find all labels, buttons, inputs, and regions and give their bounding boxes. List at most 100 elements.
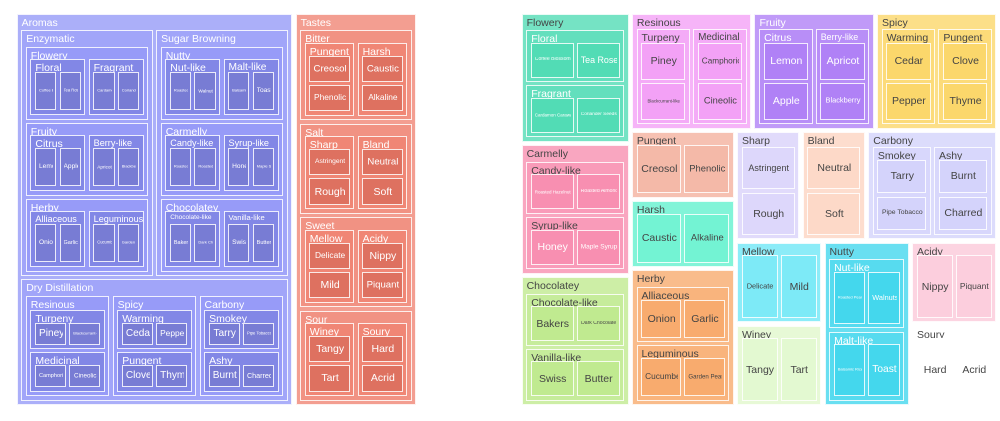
treemap-leaf-aromas-dry-distillation-resinous-turpeny-piney[interactable]: Piney xyxy=(35,322,67,345)
treemap-leaf-carbony-ashy-charred[interactable]: Charred xyxy=(938,196,988,231)
treemap-leaf-tastes-sweet-acidy-piquant[interactable]: Piquant xyxy=(362,271,403,299)
treemap-leaf-aromas-sugar-browning-carmelly-syrup-like-honey[interactable]: Honey xyxy=(228,148,250,187)
treemap-leaf-tastes-salt-bland-soft[interactable]: Soft xyxy=(362,178,403,205)
treemap-leaf-aromas-sugar-browning-nutty-nut-like-roasted-peanuts[interactable]: Roasted Peanuts xyxy=(169,72,192,111)
treemap-leaf-nutty-nut-like-walnuts[interactable]: Walnuts xyxy=(868,271,900,324)
treemap-leaf-aromas-sugar-browning-carmelly-syrup-like-maple-syrup[interactable]: Maple Syrup xyxy=(252,148,274,187)
treemap-leaf-carmelly-syrup-like-maple-syrup[interactable]: Maple Syrup xyxy=(576,229,620,265)
treemap-leaf-aromas-dry-distillation-carbony-smokey-tarry[interactable]: Tarry xyxy=(208,322,240,345)
treemap-leaf-aromas-dry-distillation-resinous-medicinal-camphoric[interactable]: Camphoric xyxy=(35,364,67,387)
treemap-leaf-aromas-sugar-browning-chocolatey-vanilla-like-swiss[interactable]: Swiss xyxy=(228,224,250,263)
treemap-leaf-chocolatey-chocolate-like-dark-chocolate[interactable]: Dark Chocolate xyxy=(576,306,620,341)
treemap-leaf-fruity-citrus-lemon[interactable]: Lemon xyxy=(763,42,808,80)
treemap-leaf-carbony-smokey-tarry[interactable]: Tarry xyxy=(877,159,927,194)
treemap-leaf-tastes-sweet-mellow-mild[interactable]: Mild xyxy=(309,271,350,299)
treemap-leaf-aromas-dry-distillation-resinous-turpeny-blackcurrant-like[interactable]: Blackcurrant-like xyxy=(69,322,101,345)
treemap-leaf-tastes-sour-winey-tangy[interactable]: Tangy xyxy=(309,335,350,363)
treemap-leaf-aromas-enzymatic-herby-leguminous-cucumber[interactable]: Cucumber xyxy=(93,224,115,263)
treemap-leaf-tastes-salt-sharp-rough[interactable]: Rough xyxy=(309,178,350,205)
treemap-leaf-fruity-berry-like-apricot[interactable]: Apricot xyxy=(820,42,865,80)
treemap-leaf-aromas-enzymatic-flowery-fragrant-cardamon-caraway[interactable]: Cardamon Caraway xyxy=(93,72,115,111)
treemap-leaf-winey-tart[interactable]: Tart xyxy=(780,338,817,401)
treemap-leaf-tastes-sweet-acidy-nippy[interactable]: Nippy xyxy=(362,242,403,269)
treemap-leaf-herby-alliaceous-onion[interactable]: Onion xyxy=(641,299,682,338)
treemap-leaf-carmelly-candy-like-roasted-almond[interactable]: Roasted Almond xyxy=(576,174,620,210)
treemap-leaf-aromas-sugar-browning-chocolatey-chocolate-like-dark-chocolate[interactable]: Dark Chocolate xyxy=(194,224,216,263)
treemap-leaf-mellow-delicate[interactable]: Delicate xyxy=(741,255,778,318)
treemap-leaf-acidy-nippy[interactable]: Nippy xyxy=(916,255,953,318)
treemap-leaf-spicy-pungent-clove[interactable]: Clove xyxy=(942,42,988,80)
treemap-leaf-herby-leguminous-cucumber[interactable]: Cucumber xyxy=(641,358,682,397)
treemap-leaf-aromas-sugar-browning-nutty-malt-like-balsamic-rice[interactable]: Balsamic Rice xyxy=(228,72,250,111)
treemap-leaf-tastes-bitter-pungent-phenolic[interactable]: Phenolic xyxy=(309,85,350,112)
treemap-leaf-aromas-enzymatic-fruity-citrus-lemon[interactable]: Lemon xyxy=(35,148,57,187)
treemap-leaf-aromas-dry-distillation-carbony-ashy-charred[interactable]: Charred xyxy=(242,364,274,387)
treemap-leaf-aromas-enzymatic-fruity-berry-like-blackberry[interactable]: Blackberry xyxy=(117,148,140,187)
treemap-leaf-carmelly-syrup-like-honey[interactable]: Honey xyxy=(530,229,574,265)
treemap-leaf-tastes-bitter-harsh-caustic[interactable]: Caustic xyxy=(362,55,403,82)
treemap-leaf-tastes-salt-sharp-astringent[interactable]: Astringent xyxy=(309,149,350,176)
treemap-leaf-nutty-malt-like-balsamic-rice[interactable]: Balsamic Rice xyxy=(833,344,866,397)
treemap-leaf-chocolatey-vanilla-like-butter[interactable]: Butter xyxy=(576,361,620,397)
treemap-leaf-chocolatey-vanilla-like-swiss[interactable]: Swiss xyxy=(530,361,574,397)
treemap-leaf-aromas-dry-distillation-spicy-pungent-thyme[interactable]: Thyme xyxy=(156,364,188,387)
treemap-leaf-flowery-floral-coffee-blossom[interactable]: Coffee Blossom xyxy=(530,42,574,78)
treemap-leaf-fruity-berry-like-blackberry[interactable]: Blackberry xyxy=(820,82,865,120)
treemap-leaf-aromas-dry-distillation-spicy-warming-cedar[interactable]: Cedar xyxy=(121,322,153,345)
treemap-leaf-winey-tangy[interactable]: Tangy xyxy=(741,338,778,401)
treemap-leaf-flowery-fragrant-cardamon-caraway[interactable]: Cardamon Caraway xyxy=(530,98,574,133)
treemap-leaf-tastes-bitter-harsh-alkaline[interactable]: Alkaline xyxy=(362,85,403,112)
treemap-leaf-harsh-alkaline[interactable]: Alkaline xyxy=(684,213,730,263)
treemap-leaf-sharp-astringent[interactable]: Astringent xyxy=(741,146,795,190)
treemap-leaf-carbony-smokey-pipe-tobacco[interactable]: Pipe Tobacco xyxy=(877,196,927,231)
treemap-leaf-resinous-medicinal-camphoric[interactable]: Camphoric xyxy=(697,42,743,80)
treemap-leaf-aromas-enzymatic-fruity-citrus-apple[interactable]: Apple xyxy=(59,148,81,187)
treemap-leaf-mellow-mild[interactable]: Mild xyxy=(780,255,817,318)
treemap-leaf-aromas-enzymatic-herby-leguminous-garden-peas[interactable]: Garden Peas xyxy=(117,224,140,263)
treemap-leaf-nutty-nut-like-roasted-peanuts[interactable]: Roasted Peanuts xyxy=(833,271,866,324)
treemap-leaf-aromas-sugar-browning-nutty-nut-like-walnuts[interactable]: Walnuts xyxy=(194,72,216,111)
treemap-leaf-aromas-enzymatic-fruity-berry-like-apricot[interactable]: Apricot xyxy=(93,148,115,187)
treemap-leaf-pungent-creosol[interactable]: Creosol xyxy=(636,144,682,194)
treemap-leaf-tastes-bitter-pungent-creosol[interactable]: Creosol xyxy=(309,55,350,82)
treemap-leaf-aromas-sugar-browning-carmelly-candy-like-roasted-almond[interactable]: Roasted Almond xyxy=(194,148,216,187)
treemap-leaf-pungent-phenolic[interactable]: Phenolic xyxy=(684,144,730,194)
treemap-leaf-chocolatey-chocolate-like-bakers[interactable]: Bakers xyxy=(530,306,574,341)
treemap-leaf-flowery-floral-tea-rose[interactable]: Tea Rose xyxy=(576,42,620,78)
treemap-leaf-aromas-sugar-browning-carmelly-candy-like-roasted-hazelnut[interactable]: Roasted Hazelnut xyxy=(169,148,192,187)
treemap-leaf-aromas-enzymatic-flowery-floral-coffee-blossom[interactable]: Coffee Blossom xyxy=(35,72,57,111)
treemap-leaf-nutty-malt-like-toast[interactable]: Toast xyxy=(868,344,900,397)
treemap-leaf-aromas-enzymatic-herby-alliaceous-onion[interactable]: Onion xyxy=(35,224,57,263)
treemap-leaf-tastes-sour-soury-acrid[interactable]: Acrid xyxy=(362,365,403,392)
treemap-leaf-aromas-dry-distillation-carbony-smokey-pipe-tobacco[interactable]: Pipe Tobacco xyxy=(242,322,274,345)
treemap-leaf-resinous-turpeny-blackcurrant-like[interactable]: Blackcurrant-like xyxy=(641,82,686,120)
treemap-leaf-sharp-rough[interactable]: Rough xyxy=(741,192,795,235)
treemap-leaf-herby-leguminous-garden-peas[interactable]: Garden Peas xyxy=(684,358,725,397)
treemap-leaf-aromas-dry-distillation-resinous-medicinal-cineolic[interactable]: Cineolic xyxy=(69,364,101,387)
treemap-leaf-spicy-pungent-thyme[interactable]: Thyme xyxy=(942,82,988,120)
treemap-leaf-spicy-warming-cedar[interactable]: Cedar xyxy=(886,42,931,80)
treemap-leaf-aromas-enzymatic-flowery-fragrant-coriander-seeds[interactable]: Coriander Seeds xyxy=(117,72,140,111)
treemap-leaf-aromas-dry-distillation-spicy-warming-pepper[interactable]: Pepper xyxy=(156,322,188,345)
treemap-leaf-aromas-sugar-browning-nutty-malt-like-toast[interactable]: Toast xyxy=(252,72,274,111)
treemap-leaf-aromas-dry-distillation-carbony-ashy-burnt[interactable]: Burnt xyxy=(208,364,240,387)
treemap-leaf-aromas-sugar-browning-chocolatey-vanilla-like-butter[interactable]: Butter xyxy=(252,224,274,263)
treemap-leaf-harsh-caustic[interactable]: Caustic xyxy=(636,213,682,263)
treemap-leaf-tastes-sour-soury-hard[interactable]: Hard xyxy=(362,335,403,363)
treemap-leaf-acidy-piquant[interactable]: Piquant xyxy=(955,255,992,318)
treemap-leaf-bland-neutral[interactable]: Neutral xyxy=(807,146,861,190)
treemap-leaf-tastes-sour-winey-tart[interactable]: Tart xyxy=(309,365,350,392)
treemap-leaf-fruity-citrus-apple[interactable]: Apple xyxy=(763,82,808,120)
treemap-leaf-tastes-sweet-mellow-delicate[interactable]: Delicate xyxy=(309,242,350,269)
treemap-leaf-spicy-warming-pepper[interactable]: Pepper xyxy=(886,82,931,120)
treemap-leaf-soury-acrid[interactable]: Acrid xyxy=(955,338,992,401)
treemap-leaf-tastes-salt-bland-neutral[interactable]: Neutral xyxy=(362,149,403,176)
treemap-leaf-resinous-medicinal-cineolic[interactable]: Cineolic xyxy=(697,82,743,120)
treemap-leaf-bland-soft[interactable]: Soft xyxy=(807,192,861,235)
treemap-leaf-carmelly-candy-like-roasted-hazelnut[interactable]: Roasted Hazelnut xyxy=(530,174,574,210)
treemap-leaf-resinous-turpeny-piney[interactable]: Piney xyxy=(641,42,686,80)
treemap-leaf-aromas-sugar-browning-chocolatey-chocolate-like-bakers[interactable]: Bakers xyxy=(169,224,192,263)
treemap-leaf-soury-hard[interactable]: Hard xyxy=(916,338,953,401)
treemap-leaf-carbony-ashy-burnt[interactable]: Burnt xyxy=(938,159,988,194)
treemap-leaf-aromas-dry-distillation-spicy-pungent-clove[interactable]: Clove xyxy=(121,364,153,387)
